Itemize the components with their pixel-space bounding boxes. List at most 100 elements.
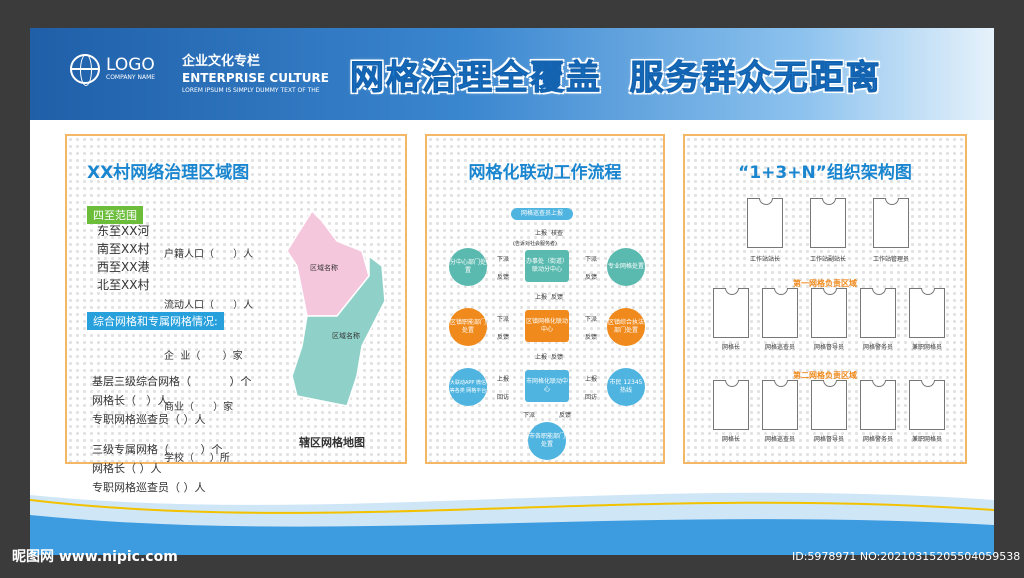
photo-card bbox=[713, 380, 749, 430]
map-label: 区域名称 bbox=[332, 332, 360, 340]
region-map bbox=[286, 209, 386, 407]
photo-card bbox=[811, 288, 847, 338]
role-label: 兼职网格员 bbox=[911, 436, 942, 443]
panel-org-chart: “1+3+N”组织架构图 工作站站长 工作站副站长 工作站管理员 第一网格负责区… bbox=[683, 134, 967, 464]
stat-item: 学校（ ）所 bbox=[164, 453, 230, 464]
photo-card bbox=[762, 380, 798, 430]
flow-label: 核查 bbox=[551, 230, 564, 237]
role-label: 网格巡查员 bbox=[764, 436, 795, 443]
flow-label: 反馈 bbox=[497, 274, 510, 281]
role-label: 工作站副站长 bbox=[809, 256, 846, 263]
globe-icon bbox=[70, 54, 100, 86]
photo-card bbox=[811, 380, 847, 430]
watermark-site: 昵图网 www.nipic.com bbox=[12, 549, 178, 565]
role-label: 网格巡查员 bbox=[764, 344, 795, 351]
watermark-id: ID:5978971 NO:20210315205504059538 bbox=[792, 550, 1021, 563]
photo-card bbox=[860, 288, 896, 338]
panel-title: XX村网络治理区域图 bbox=[87, 163, 250, 183]
node-city-center: 市网格化联动中心 bbox=[525, 370, 569, 402]
node-city-bottom: 市各职能部门处置 bbox=[528, 422, 566, 460]
node-sub-center: 办事处（街道）联动分中心 bbox=[525, 250, 569, 282]
panel-region-map: XX村网络治理区域图 四至范围 东至XX河 南至XX村 西至XX港 北至XX村 … bbox=[65, 134, 407, 494]
role-label: 网格长 bbox=[721, 344, 740, 351]
range-east: 东至XX河 bbox=[97, 224, 150, 238]
range-north: 北至XX村 bbox=[97, 278, 150, 292]
grid-line: 专职网格巡查员（ ）人 bbox=[92, 481, 206, 494]
photo-card bbox=[747, 198, 783, 248]
panel-title: 网格化联动工作流程 bbox=[468, 163, 622, 183]
range-south: 南至XX村 bbox=[97, 242, 150, 256]
flow-label: 反馈 bbox=[497, 334, 510, 341]
photo-card bbox=[860, 380, 896, 430]
range-west: 西至XX港 bbox=[97, 260, 150, 274]
node-town-center: 区镇网格化联动中心 bbox=[525, 310, 569, 342]
role-label: 网格警务员 bbox=[862, 344, 893, 351]
stat-item: 商业（ ）家 bbox=[164, 402, 234, 413]
zone-title-2: 第二网格负责区域 bbox=[793, 371, 857, 380]
map-region-2 bbox=[291, 254, 386, 407]
culture-cn: 企业文化专栏 bbox=[182, 54, 261, 69]
role-label: 网格警务员 bbox=[862, 436, 893, 443]
wave-line bbox=[30, 499, 994, 514]
role-label: 工作站站长 bbox=[749, 256, 780, 263]
photo-card bbox=[873, 198, 909, 248]
culture-block: 企业文化专栏 ENTERPRISE CULTURE LOREM IPSUM IS… bbox=[182, 50, 329, 94]
stat-item: 户籍人口（ ）人 bbox=[164, 249, 254, 260]
grid-info-2: 三级专属网格（ ）个网格长（ ）人专职网格巡查员（ ）人 bbox=[92, 402, 222, 535]
node-sub-left: 分中心部门处置 bbox=[449, 248, 487, 286]
slogan: 网格治理全覆盖 服务群众无距离 bbox=[350, 58, 882, 99]
map-label: 区域名称 bbox=[310, 264, 338, 272]
photo-card bbox=[810, 198, 846, 248]
zone-title-1: 第一网格负责区域 bbox=[793, 279, 857, 288]
flow-label: 回访 bbox=[585, 394, 598, 401]
grid-line: 基层三级综合网格（ ）个 bbox=[92, 375, 252, 388]
node-city-left: 大联动APP 微信等各类 网格平台 bbox=[449, 368, 487, 406]
flow-label: 下派 bbox=[585, 256, 598, 263]
role-label: 工作站管理员 bbox=[872, 256, 909, 263]
flow-label: 反馈 bbox=[585, 274, 598, 281]
grid-info-1: 基层三级综合网格（ ）个网格长（ ）人专职网格巡查员（ ）人 bbox=[92, 334, 251, 467]
culture-en: ENTERPRISE CULTURE bbox=[182, 71, 329, 85]
role-label: 兼职网格员 bbox=[911, 344, 942, 351]
photo-card bbox=[909, 380, 945, 430]
photo-card bbox=[909, 288, 945, 338]
node-inspector-report: 网格巡查员上报 bbox=[511, 208, 573, 220]
flow-label: 上报 bbox=[535, 230, 548, 237]
grid-line: 专职网格巡查员（ ）人 bbox=[92, 413, 206, 426]
flow-label: 反馈 bbox=[551, 294, 564, 301]
photo-card bbox=[762, 288, 798, 338]
role-label: 网格督导员 bbox=[813, 344, 844, 351]
grid-line: 网格长（ ）人 bbox=[92, 394, 169, 407]
grid-line: 网格长（ ）人 bbox=[92, 462, 162, 475]
company-name: COMPANY NAME bbox=[106, 74, 156, 81]
panel-workflow: 网格化联动工作流程 网格巡查员上报 上报 核查 (告诉对社会服务者) 办事处（街… bbox=[425, 134, 665, 464]
flow-label: 上报 bbox=[497, 376, 510, 383]
range-list: 东至XX河 南至XX村 西至XX港 北至XX村 bbox=[97, 222, 149, 294]
stat-item: 企 业（ ）家 bbox=[164, 351, 243, 362]
node-town-left: 区镇职能部门处置 bbox=[449, 308, 487, 346]
node-sub-right: 专业网格处置 bbox=[607, 248, 645, 286]
stat-item: 流动人口（ ）人 bbox=[164, 300, 254, 311]
wave bbox=[30, 515, 994, 555]
node-town-right: 区镇综合执法部门处置 bbox=[607, 308, 645, 346]
range-tag: 四至范围 bbox=[87, 206, 143, 224]
flow-label: 下派 bbox=[523, 412, 536, 419]
flow-label: 上报 bbox=[535, 294, 548, 301]
logo-text: LOGO bbox=[106, 55, 155, 75]
wave-decoration bbox=[30, 492, 994, 555]
flow-note: (告诉对社会服务者) bbox=[513, 241, 557, 247]
panel-title: “1+3+N”组织架构图 bbox=[738, 163, 912, 183]
stats-list: 户籍人口（ ）人 流动人口（ ）人 企 业（ ）家 商业（ ）家 学校（ ）所 bbox=[164, 212, 253, 501]
flow-label: 上报 bbox=[585, 376, 598, 383]
culture-sub: LOREM IPSUM IS SIMPLY DUMMY TEXT OF THE bbox=[182, 87, 320, 94]
grid-tag: 综合网格和专属网格情况: bbox=[87, 312, 224, 330]
photo-card bbox=[713, 288, 749, 338]
flow-label: 下派 bbox=[585, 316, 598, 323]
flow-label: 回访 bbox=[497, 394, 510, 401]
flow-label: 上报 bbox=[535, 354, 548, 361]
map-caption: 辖区网格地图 bbox=[299, 436, 365, 449]
role-label: 网格督导员 bbox=[813, 436, 844, 443]
